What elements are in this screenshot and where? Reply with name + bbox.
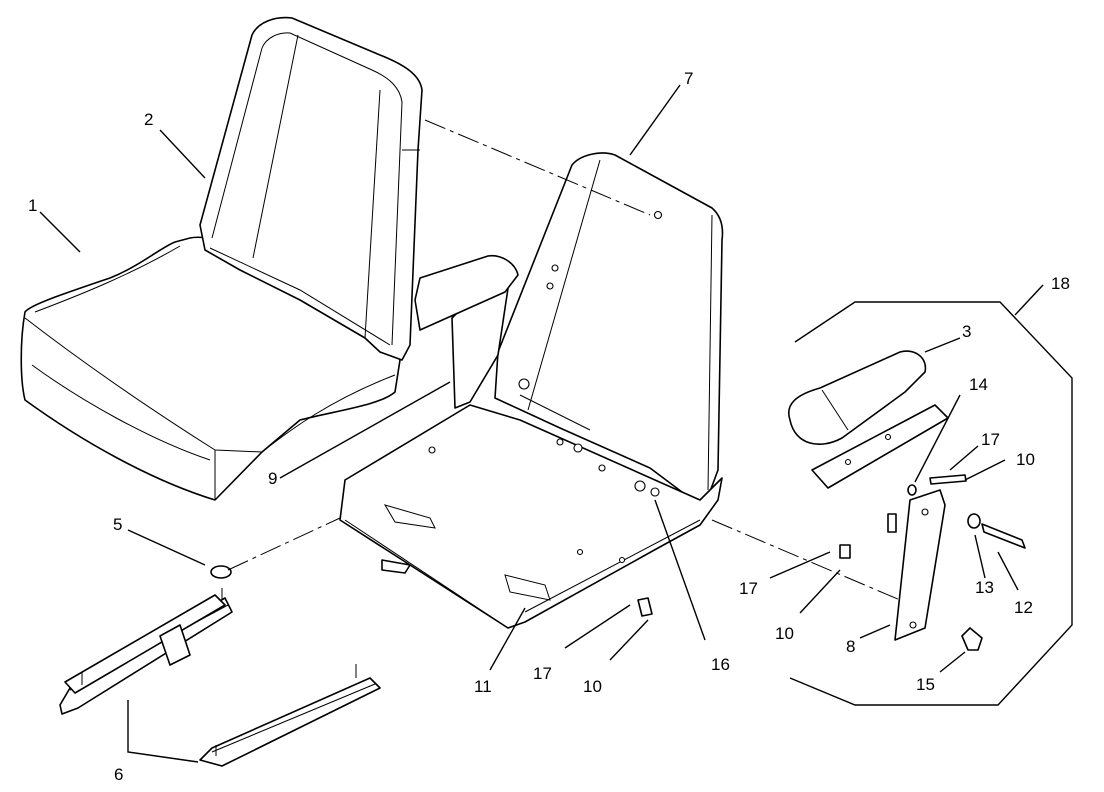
callout-3: 3 [962, 322, 971, 341]
mount-washer [210, 565, 232, 579]
armrest-pad [788, 350, 927, 446]
armrest-kit-boundary [789, 301, 1073, 706]
callout-6: 6 [114, 765, 123, 784]
seat-frame [339, 152, 724, 629]
callout-8: 8 [846, 637, 855, 656]
callout-1: 1 [28, 196, 37, 215]
callout-7: 7 [684, 69, 693, 88]
callouts: 1 2 7 9 5 6 11 17 10 16 3 14 17 10 17 10… [28, 69, 1070, 784]
backrest [199, 16, 423, 361]
alignment-lines [227, 119, 901, 601]
callout-11: 11 [474, 677, 492, 696]
armrest-hardware [637, 474, 1026, 651]
callout-17-upper: 17 [981, 430, 1000, 449]
callout-12: 12 [1014, 598, 1033, 617]
callout-5: 5 [113, 515, 122, 534]
callout-10-lower: 10 [775, 624, 794, 643]
arm-support-plate [894, 489, 946, 641]
callout-16: 16 [711, 655, 730, 674]
slide-rail-right [199, 664, 381, 767]
callout-9: 9 [268, 469, 277, 488]
callout-18: 18 [1051, 274, 1070, 293]
callout-17-lower: 17 [739, 579, 758, 598]
callout-17-frame: 17 [533, 664, 552, 683]
callout-15: 15 [916, 675, 935, 694]
callout-10-upper: 10 [1016, 450, 1035, 469]
slide-rail-left [59, 588, 233, 715]
callout-14: 14 [969, 375, 988, 394]
callout-13: 13 [975, 578, 994, 597]
leader-lines [39, 84, 1044, 763]
callout-2: 2 [144, 110, 153, 129]
callout-10-frame: 10 [583, 677, 602, 696]
